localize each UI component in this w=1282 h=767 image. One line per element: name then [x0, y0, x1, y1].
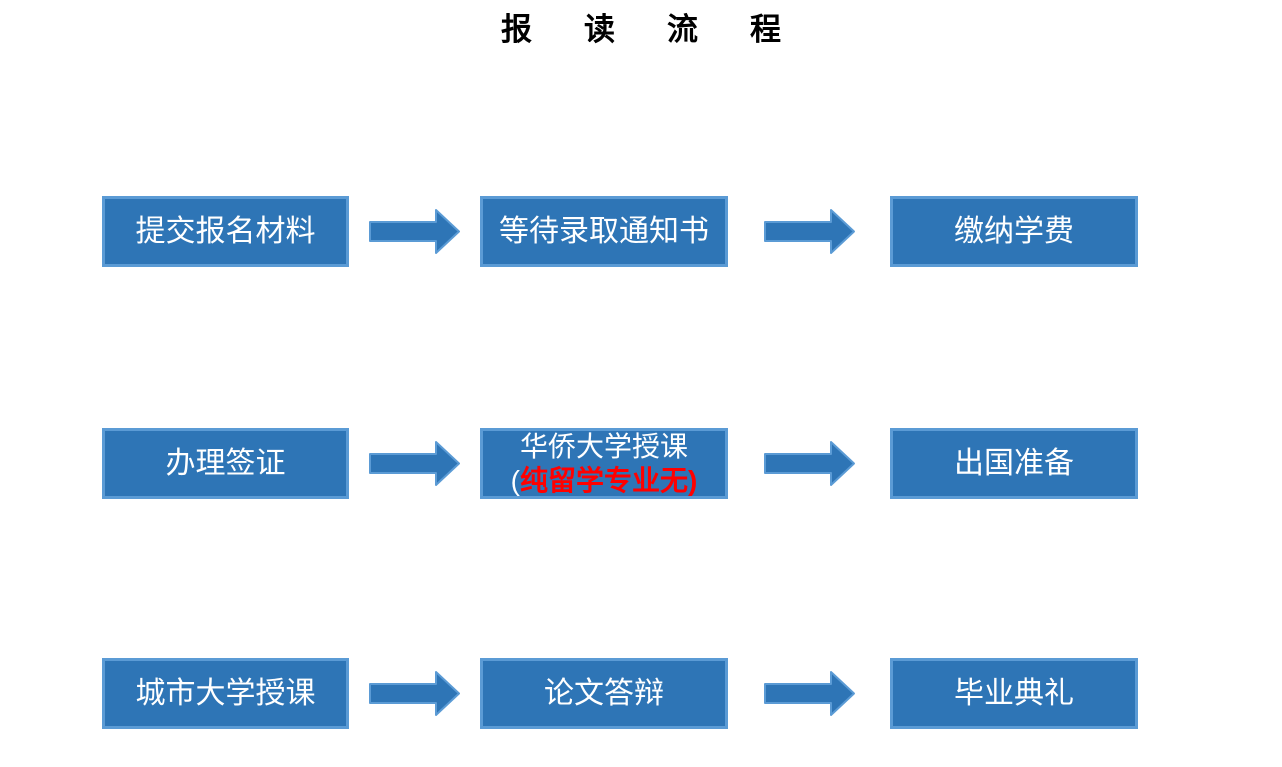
- right-arrow-icon: [763, 438, 857, 489]
- flow-step-label: 缴纳学费: [954, 215, 1074, 248]
- flow-step-note: (纯留学专业无): [511, 464, 698, 497]
- flow-step-box-wait-admission-letter: 等待录取通知书: [480, 196, 728, 267]
- flow-step-box-prepare-go-abroad: 出国准备: [890, 428, 1138, 499]
- flow-step-label: 华侨大学授课: [519, 431, 688, 463]
- flow-step-label: 办理签证: [165, 447, 286, 480]
- flow-step-label: 城市大学授课: [135, 677, 316, 710]
- flow-step-label: 出国准备: [954, 447, 1074, 480]
- flow-step-label: 论文答辩: [544, 677, 664, 710]
- flow-step-box-pay-tuition: 缴纳学费: [890, 196, 1138, 267]
- flow-step-box-thesis-defense: 论文答辩: [480, 658, 728, 729]
- note-highlight-text: 纯留学专业无): [520, 464, 698, 496]
- right-arrow-icon: [368, 668, 462, 719]
- flow-step-label: 毕业典礼: [954, 677, 1074, 710]
- right-arrow-icon: [368, 206, 462, 257]
- right-arrow-icon: [368, 438, 462, 489]
- note-paren: (: [510, 464, 520, 496]
- right-arrow-icon: [763, 206, 857, 257]
- flow-step-label: 等待录取通知书: [499, 215, 709, 248]
- flow-step-box-huaqiao-university-classes: 华侨大学授课 (纯留学专业无): [480, 428, 728, 499]
- flow-step-box-submit-materials: 提交报名材料: [102, 196, 349, 267]
- flow-step-box-graduation-ceremony: 毕业典礼: [890, 658, 1138, 729]
- right-arrow-icon: [763, 668, 857, 719]
- page-title: 报 读 流 程: [500, 12, 803, 47]
- flow-step-box-apply-visa: 办理签证: [102, 428, 349, 499]
- flow-step-box-city-university-classes: 城市大学授课: [102, 658, 349, 729]
- flow-step-label: 提交报名材料: [135, 215, 316, 248]
